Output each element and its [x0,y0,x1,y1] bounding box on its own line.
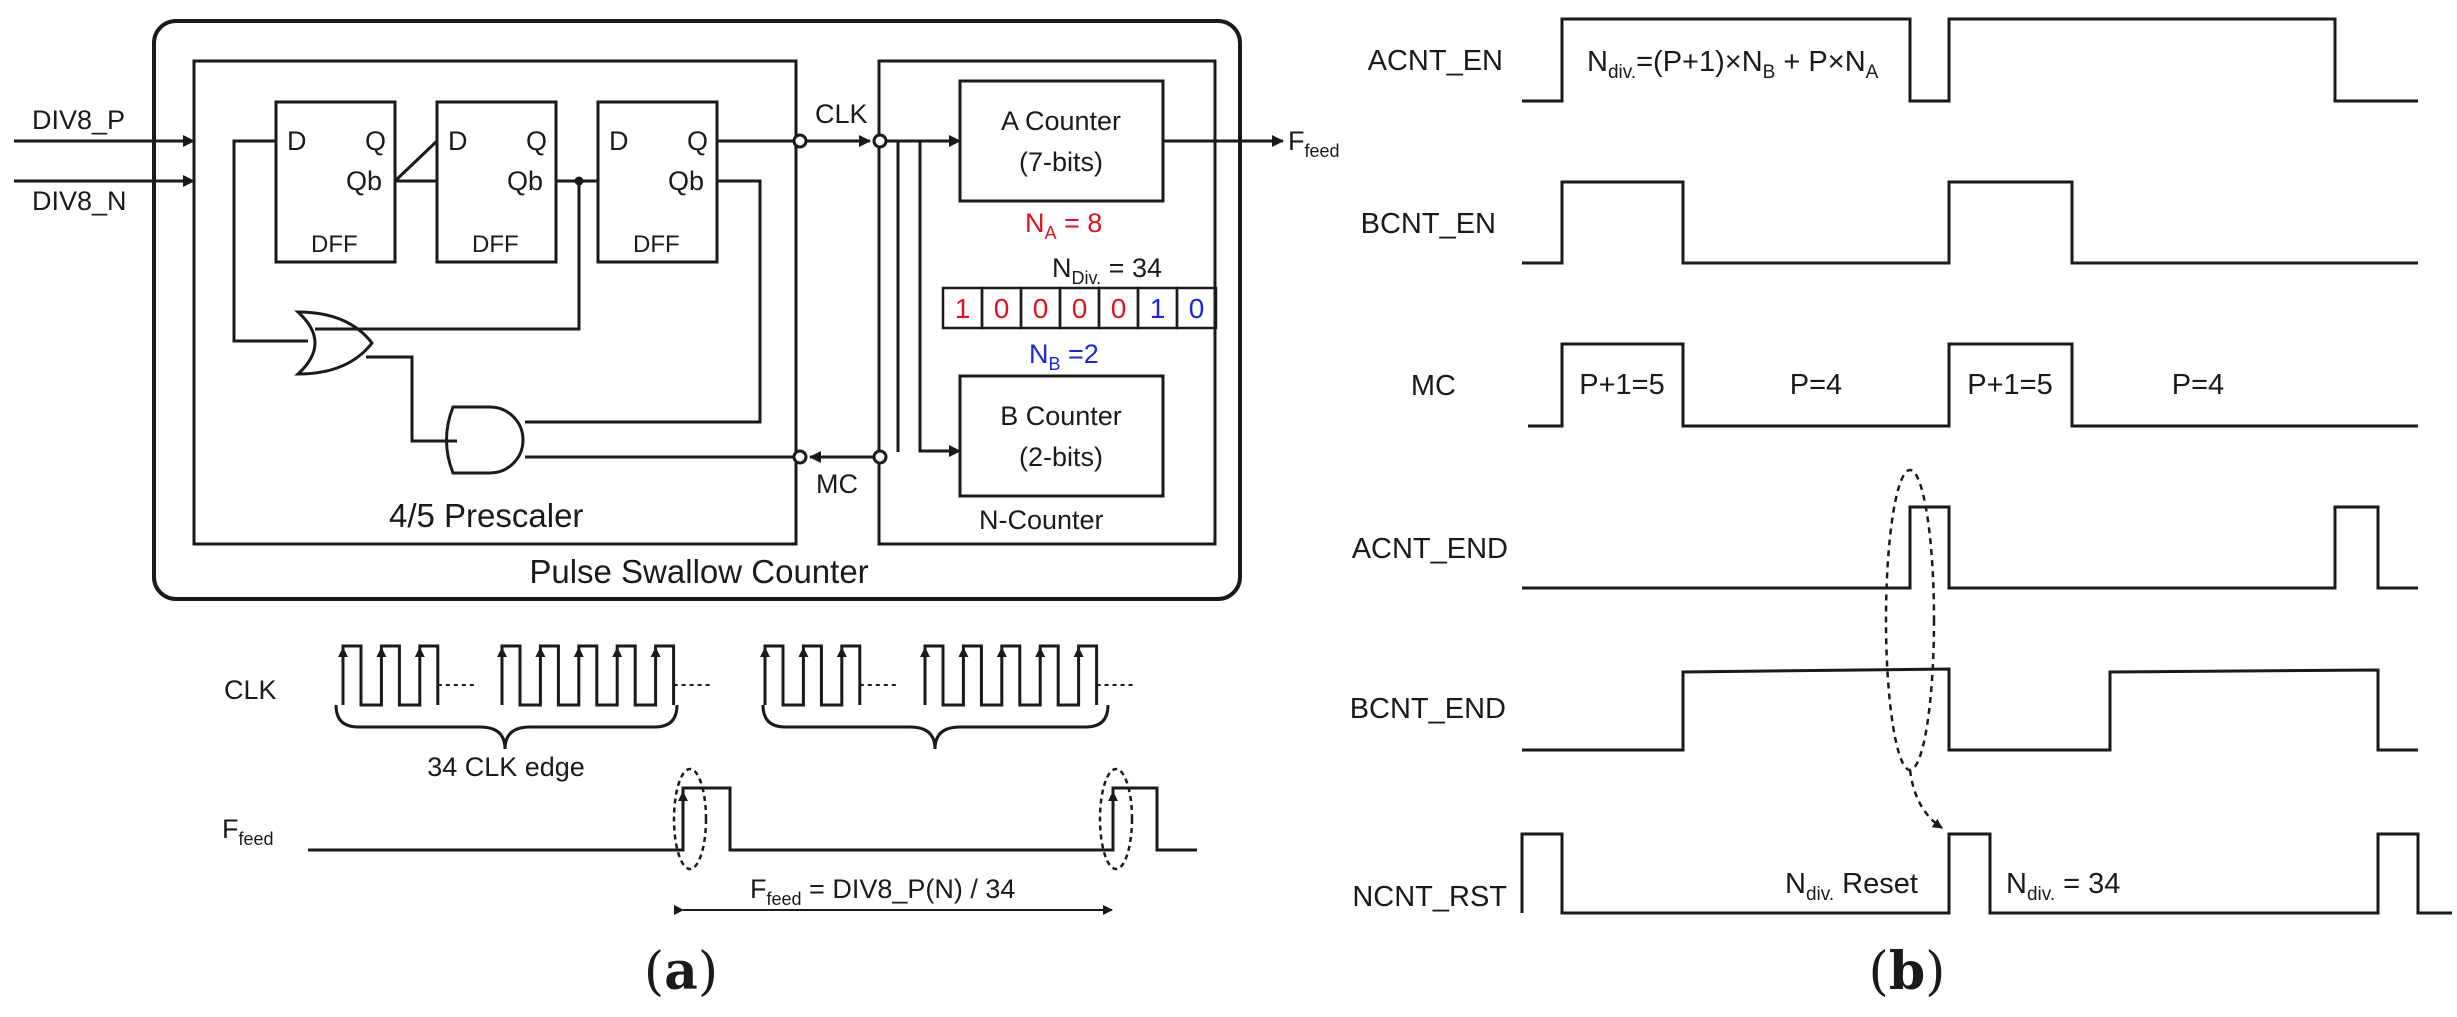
svg-text:DFF: DFF [633,231,680,258]
dff-2: D Q Qb DFF [435,100,558,264]
mc-seg-2: P=4 [1790,369,1842,401]
period-formula: Ffeed = DIV8_P(N) / 34 [750,874,1015,909]
input-div8p-label: DIV8_P [32,105,125,135]
ffeed-output-label: Ffeed [1288,126,1340,161]
dff-1: D Q Qb DFF [274,100,397,264]
input-div8n-label: DIV8_N [32,186,127,216]
wave-bcnt-en [1522,180,2418,265]
mc-seg-4: P=4 [2172,369,2224,401]
a-counter: A Counter (7-bits) [958,79,1165,203]
svg-text:(7-bits): (7-bits) [1019,147,1103,177]
brace-left [334,704,679,750]
wave-bcnt-end [1522,667,2418,752]
ffeed-edge-ellipse-2 [1098,767,1134,871]
reset-cause-arrow [1908,769,1943,830]
svg-text:DFF: DFF [472,231,519,258]
signal-label-acnt-end: ACNT_END [1352,533,1508,565]
and-gate [445,405,525,475]
bit-value: 0 [1072,293,1088,324]
svg-text:Q: Q [526,126,547,156]
ndiv-34-label: Ndiv. = 34 [2006,868,2120,905]
timing-ffeed-wave [308,786,1197,852]
mc-seg-3: P+1=5 [1967,369,2052,401]
signal-label-bcnt-end: BCNT_END [1350,693,1506,725]
b-counter: B Counter (2-bits) [958,374,1165,498]
mc-label: MC [816,469,858,499]
svg-text:D: D [287,126,307,156]
svg-text:D: D [448,126,468,156]
or-gate [294,310,374,376]
brace-label: 34 CLK edge [427,752,585,782]
prescaler-box [192,59,798,546]
na-value: NA = 8 [1025,208,1102,243]
svg-text:Q: Q [687,126,708,156]
svg-text:Qb: Qb [346,166,382,196]
svg-text:A Counter: A Counter [1001,106,1121,136]
bit-value: 0 [1189,293,1205,324]
signal-label-bcnt-en: BCNT_EN [1361,208,1496,240]
bit-value: 1 [1150,293,1166,324]
mc-seg-1: P+1=5 [1579,369,1664,401]
dff-wires [232,139,880,463]
clk-pulse-group [341,644,440,707]
clk-pulse-group [763,644,862,707]
bit-cell [1175,286,1218,330]
svg-text:B Counter: B Counter [1000,401,1122,431]
bit-value: 0 [994,293,1010,324]
timing-clk-label: CLK [224,675,277,705]
ndiv-value: NDiv. = 34 [1052,253,1162,288]
svg-text:DFF: DFF [311,231,358,258]
svg-text:(2-bits): (2-bits) [1019,442,1103,472]
caption-a: (a) [644,941,718,1002]
signal-label-mc: MC [1411,370,1456,402]
mc-node-1 [792,449,808,465]
svg-text:Qb: Qb [507,166,543,196]
ncounter-label: N-Counter [979,505,1104,535]
svg-text:D: D [609,126,629,156]
ndiv-reset-label: Ndiv. Reset [1785,868,1918,905]
clk-label: CLK [815,99,868,129]
wave-ncnt-rst [1520,832,2452,915]
ffeed-edge-ellipse-1 [672,767,708,871]
pulse-swallow-box [152,19,1242,601]
wave-acnt-en [1522,17,2418,103]
nb-value: NB =2 [1029,339,1099,374]
clk-pulse-group [923,644,1099,707]
panel-a: DIV8_P DIV8_N D Q Qb DFF D Q Qb DFF D Q … [14,19,1340,1002]
timing-ffeed-label: Ffeed [222,814,274,849]
ndiv-formula: Ndiv.=(P+1)×NB + P×NA [1587,46,1879,83]
signal-label-ncnt-rst: NCNT_RST [1352,881,1507,913]
timing-clk-wave [338,644,1137,707]
caption-b: (b) [1869,941,1946,1002]
svg-text:Q: Q [365,126,386,156]
clk-node-1 [792,133,808,149]
svg-text:Qb: Qb [668,166,704,196]
signal-label-acnt-en: ACNT_EN [1368,45,1503,77]
pulse-swallow-label: Pulse Swallow Counter [529,553,868,590]
brace-right [761,704,1110,750]
prescaler-label: 4/5 Prescaler [389,497,583,534]
bit-value: 1 [955,293,971,324]
bit-value: 0 [1033,293,1049,324]
panel-b: ACNT_EN BCNT_EN MC ACNT_END BCNT_END NCN… [1350,17,2452,1002]
mc-node-2 [872,449,888,465]
wave-acnt-end [1522,505,2418,590]
clk-node-2 [872,133,888,149]
wave-mc [1528,342,2418,428]
bit-value: 0 [1111,293,1127,324]
dff-3: D Q Qb DFF [596,100,719,264]
clk-pulse-group [500,644,676,707]
